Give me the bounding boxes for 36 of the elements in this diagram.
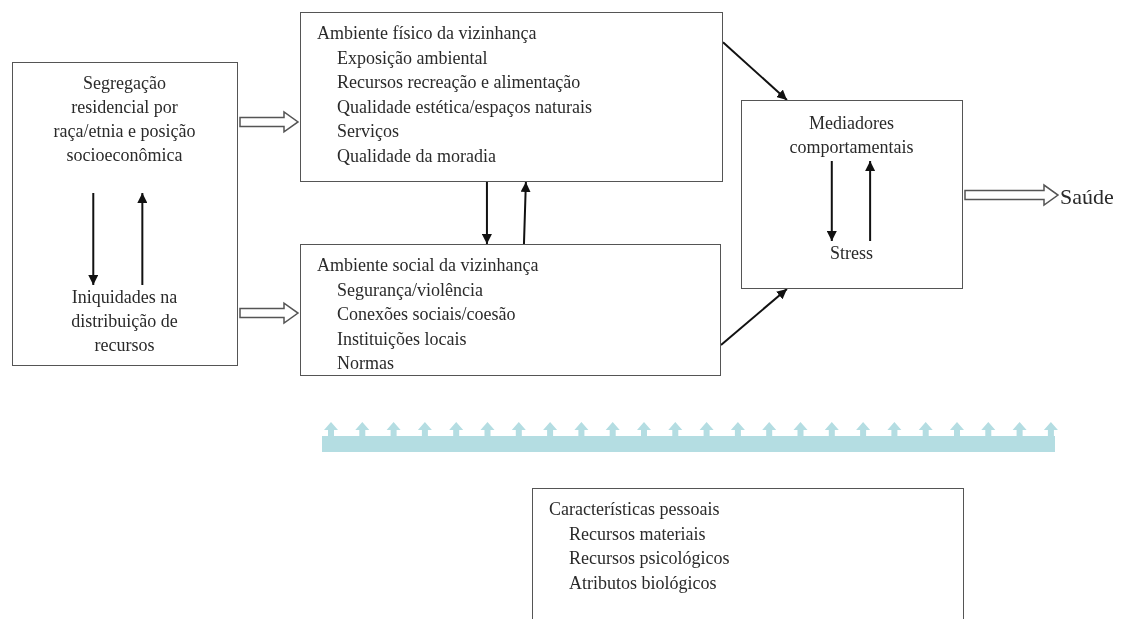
arrow <box>722 41 788 101</box>
list-item: Exposição ambiental <box>336 46 489 70</box>
arrow <box>520 181 531 245</box>
arrow <box>137 192 148 286</box>
block-arrow <box>964 183 1060 207</box>
outcome-label: Saúde <box>1060 182 1134 212</box>
arrow <box>720 288 788 346</box>
list-item: Conexões sociais/coesão <box>336 303 517 326</box>
list-item: Serviços <box>336 120 400 143</box>
factor-box <box>300 12 723 182</box>
block-arrow <box>239 301 300 325</box>
arrow <box>88 192 99 286</box>
list-item: Recursos psicológicos <box>568 547 731 570</box>
box-text: Segregação residencial por raça/etnia e posição socioeconômica <box>13 71 236 193</box>
arrow <box>865 160 876 242</box>
factor-box <box>532 488 964 619</box>
box-heading: Características pessoais <box>549 498 721 521</box>
box-text: Mediadores comportamentais <box>742 111 961 161</box>
box-heading: Ambiente social da vizinhança <box>317 254 540 277</box>
box-text: Iniquidades na distribuição de recursos <box>13 285 236 359</box>
list-item: Qualidade da moradia <box>336 144 497 168</box>
block-arrow <box>239 110 300 134</box>
box-heading: Ambiente físico da vizinhança <box>317 22 538 45</box>
group-box <box>12 62 238 366</box>
factor-box <box>300 244 721 376</box>
list-item: Qualidade estética/espaços naturais <box>336 95 593 119</box>
list-item: Recursos materiais <box>568 522 707 546</box>
list-item: Atributos biológicos <box>568 571 718 595</box>
list-item: Normas <box>336 352 395 375</box>
arrow <box>826 160 837 242</box>
list-item: Recursos recreação e alimentação <box>336 71 582 94</box>
list-item: Instituições locais <box>336 327 468 351</box>
list-item: Segurança/violência <box>336 278 484 302</box>
group-box <box>741 100 963 289</box>
box-text: Stress <box>742 241 961 267</box>
arrow <box>481 181 492 245</box>
